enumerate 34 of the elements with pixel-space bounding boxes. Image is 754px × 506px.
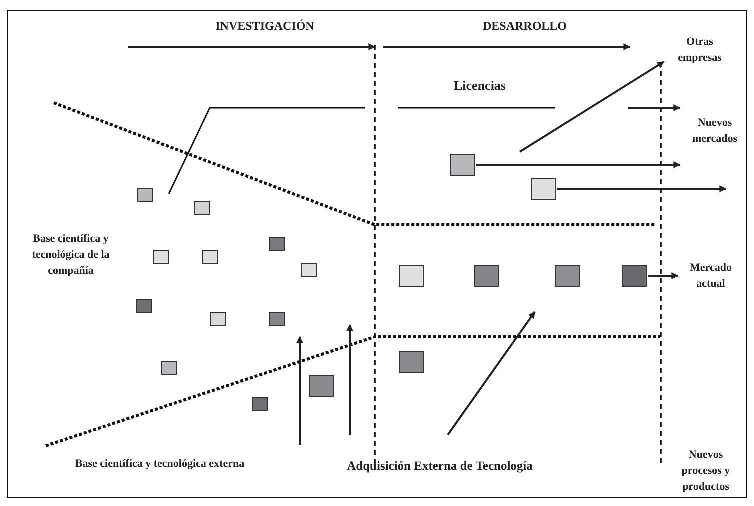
stage-heading: INVESTIGACIÓN (214, 18, 316, 35)
technology-project-square (161, 360, 177, 376)
arrow (558, 186, 727, 192)
destination-label: Nuevos mercados (691, 116, 738, 147)
technology-project-square (308, 374, 334, 398)
area-label: Licencias (453, 77, 507, 95)
technology-project-square (252, 396, 268, 412)
stage-heading: DESARROLLO (482, 18, 568, 35)
technology-project-square (136, 298, 152, 314)
technology-project-square (137, 188, 153, 202)
arrow (628, 104, 681, 112)
arrow (476, 162, 681, 168)
region-label: Base científica y tecnológica de la compañía (31, 232, 111, 279)
technology-project-square (269, 312, 285, 326)
technology-project-square (474, 264, 498, 288)
technology-project-square (269, 236, 285, 252)
arrow (648, 272, 679, 280)
technology-project-square (622, 264, 646, 288)
arrow (519, 61, 665, 153)
technology-project-square (153, 250, 169, 264)
technology-project-square (202, 250, 218, 264)
outcome-label: Nuevos procesos y productos (680, 448, 732, 495)
technology-project-square (398, 264, 424, 288)
region-label: Base científica y tecnológica externa (74, 457, 246, 472)
technology-project-square (301, 262, 317, 278)
technology-project-square (530, 178, 556, 200)
region-label: Adquisición Externa de Tecnología (346, 458, 534, 475)
technology-project-square (194, 200, 210, 216)
technology-project-square (450, 154, 474, 176)
technology-project-square (210, 312, 226, 326)
technology-project-square (398, 350, 424, 374)
destination-label: Otras empresas (677, 35, 723, 66)
technology-project-square (554, 264, 580, 288)
destination-label: Mercado actual (689, 261, 733, 292)
